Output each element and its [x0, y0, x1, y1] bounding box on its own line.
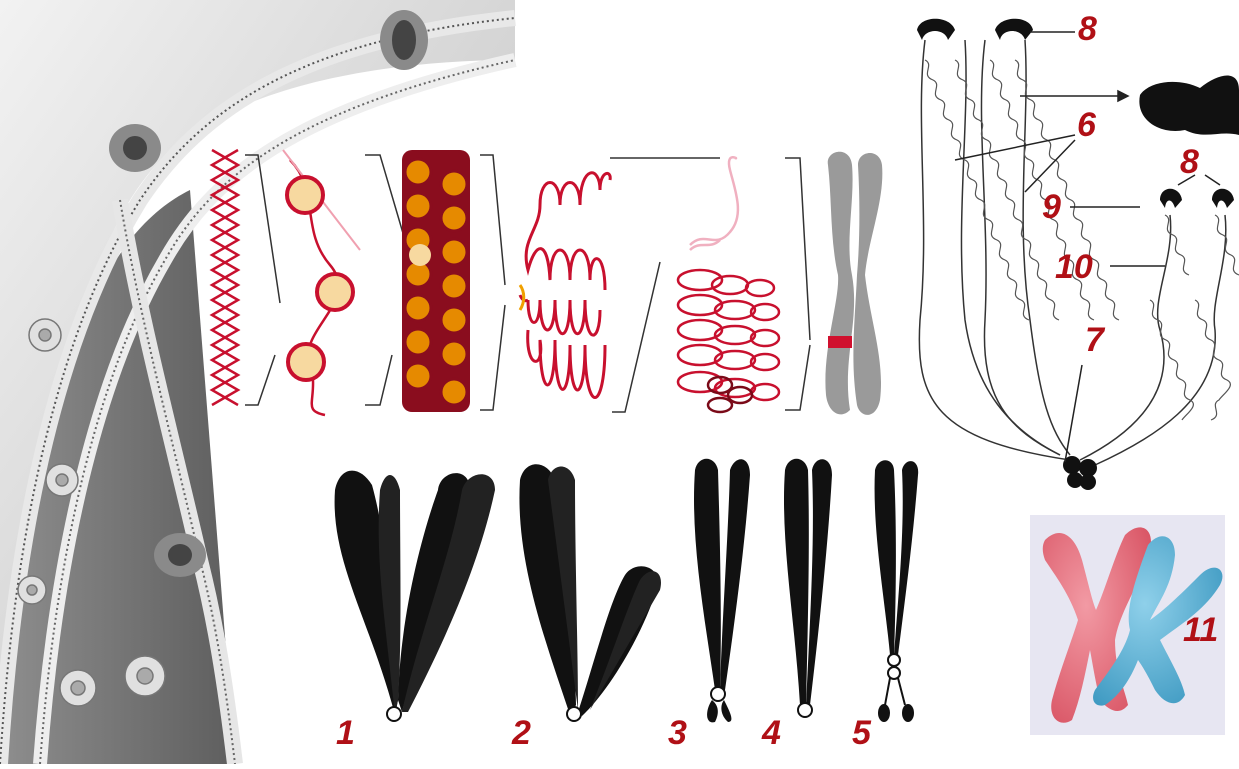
label-3: 3 — [668, 716, 687, 750]
label-9: 9 — [1042, 190, 1061, 224]
nuclear-pore — [154, 533, 206, 577]
label-11: 11 — [1183, 613, 1218, 647]
label-4: 4 — [762, 716, 781, 750]
chromosome-telocentric — [784, 459, 832, 717]
label-10: 10 — [1055, 250, 1093, 284]
label-5: 5 — [852, 716, 871, 750]
label-8-top: 8 — [1078, 12, 1097, 46]
chromosome-acrocentric — [694, 459, 750, 723]
condensed-chromatin — [678, 157, 779, 412]
label-6: 6 — [1077, 108, 1096, 142]
nuclear-pore — [109, 124, 161, 172]
solenoid-fiber — [402, 150, 470, 412]
chromosome-band-highlight — [828, 336, 852, 348]
nuclear-pore — [380, 10, 428, 70]
label-7: 7 — [1085, 323, 1104, 357]
label-1: 1 — [336, 716, 355, 750]
metaphase-chromosome-gray — [825, 152, 882, 415]
chromosome-submetacentric — [519, 464, 661, 721]
chromonema-zoom — [1139, 76, 1239, 136]
chromatin-loops — [520, 173, 610, 398]
chromosome-satellite — [875, 460, 919, 722]
label-8-mid: 8 — [1180, 145, 1199, 179]
label-2: 2 — [512, 716, 531, 750]
